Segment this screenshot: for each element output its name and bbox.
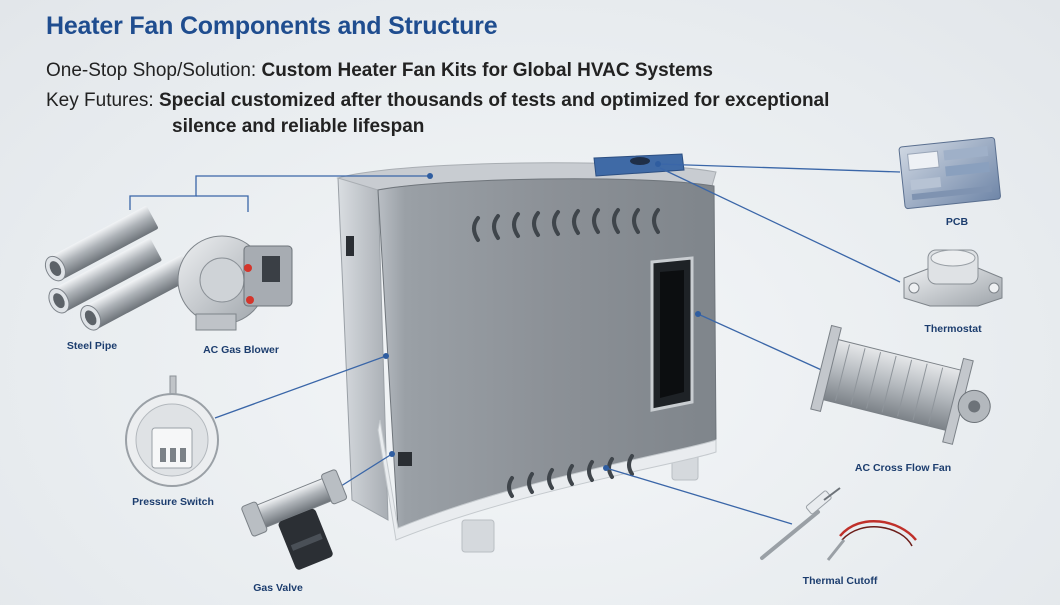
label-steel-pipe: Steel Pipe	[66, 340, 118, 352]
solution-line: One-Stop Shop/Solution: Custom Heater Fa…	[46, 60, 713, 82]
features-value-line2: silence and reliable lifespan	[172, 116, 425, 137]
leader-ac-gas-blower	[196, 195, 249, 212]
label-ac-gas-blower: AC Gas Blower	[203, 344, 279, 356]
leader-pcb	[657, 163, 901, 173]
label-gas-valve: Gas Valve	[253, 582, 303, 594]
heater-base-band	[377, 419, 717, 541]
heater-unit	[336, 153, 717, 553]
top-vents	[472, 208, 660, 242]
label-thermostat: Thermostat	[924, 323, 982, 335]
label-pressure-switch: Pressure Switch	[132, 496, 214, 508]
label-thermal-cutoff: Thermal Cutoff	[802, 575, 878, 587]
control-box	[593, 153, 685, 177]
side-port	[398, 452, 412, 466]
page-title: Heater Fan Components and Structure	[46, 12, 498, 40]
features-label: Key Futures:	[46, 90, 154, 111]
solution-value: Custom Heater Fan Kits for Global HVAC S…	[261, 60, 714, 81]
leader-dots	[383, 161, 701, 471]
solution-label: One-Stop Shop/Solution:	[46, 60, 257, 81]
features-value-line1: Special customized after thousands of te…	[159, 90, 830, 111]
label-ac-cross-flow-fan: AC Cross Flow Fan	[854, 462, 952, 474]
features-line: Key Futures: Special customized after th…	[46, 90, 829, 112]
pressure-switch-image	[125, 375, 219, 487]
heater-foot-left	[461, 519, 495, 553]
leader-pressure-switch	[214, 355, 387, 419]
thermostat-image	[903, 249, 1003, 307]
leader-ac-cross-flow-fan	[697, 313, 827, 373]
bottom-vents	[507, 454, 634, 498]
control-knob	[630, 157, 650, 165]
side-vent-slot	[346, 236, 354, 256]
thermal-cutoff-image	[760, 487, 917, 561]
viewing-window-inner	[660, 270, 684, 398]
label-pcb: PCB	[945, 216, 969, 228]
leader-thermal-cutoff	[605, 467, 793, 525]
ac-cross-flow-fan-image	[810, 324, 991, 445]
ac-gas-blower-image	[177, 235, 293, 331]
steel-pipe-image	[44, 206, 194, 331]
pcb-image	[898, 136, 1001, 210]
leader-thermostat	[659, 167, 901, 283]
gas-valve-image	[241, 469, 348, 570]
